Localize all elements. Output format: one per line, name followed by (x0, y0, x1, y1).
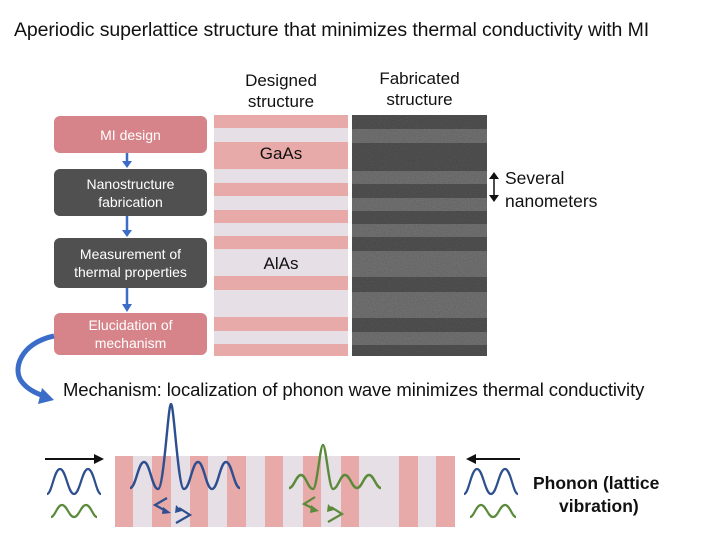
designed-structure-heading: Designed structure (214, 70, 348, 112)
double-arrow-icon (489, 172, 499, 202)
gaas-layer (214, 236, 348, 249)
phonon-legend-line2: vibration) (559, 496, 639, 516)
fabricated-heading-line2: structure (386, 90, 453, 109)
mechanism-caption: Mechanism: localization of phonon wave m… (63, 379, 645, 400)
flow-step-label: MI design (100, 126, 161, 143)
flow-step-label-line1: Nanostructure (86, 175, 175, 192)
alas-label: AlAs (263, 254, 299, 273)
gaas-column (341, 456, 359, 527)
gaas-layer (214, 344, 348, 356)
scale-note-line1: Several (505, 168, 565, 188)
gaas-layer (214, 183, 348, 196)
localized-blue-wave (129, 402, 241, 491)
gaas-column (399, 456, 418, 527)
localized-green-wave (288, 443, 382, 491)
green-wave-icon (50, 503, 98, 519)
down-arrow-icon (122, 288, 132, 312)
designed-heading-line2: structure (247, 92, 315, 111)
fabricated-tem-image (352, 115, 487, 356)
phonon-legend-line1: Phonon (lattice (533, 473, 660, 493)
green-scatter-arrows-icon (301, 496, 345, 523)
flow-step-measurement: Measurement of thermal properties (54, 238, 207, 288)
phonon-legend-label: Phonon (lattice vibration) (533, 472, 659, 518)
flow-step-label-line1: Measurement of (79, 246, 182, 262)
gaas-column (265, 456, 283, 527)
designed-superlattice (214, 115, 348, 356)
flow-step-label-line2: mechanism (94, 335, 167, 351)
green-wave-icon (469, 503, 517, 519)
gaas-layer (214, 210, 348, 223)
right-arrow-icon (45, 454, 104, 464)
curved-arrow-icon (15, 333, 55, 404)
gaas-column (436, 456, 455, 527)
blue-wave-icon (46, 467, 102, 496)
flow-step-label-line1: Elucidation of (88, 317, 173, 333)
blue-scatter-arrows-icon (152, 497, 193, 524)
flow-step-label-line2: fabrication (98, 193, 163, 210)
figure-title: Aperiodic superlattice structure that mi… (14, 19, 650, 41)
flow-step-mi-design: MI design (54, 116, 207, 153)
gaas-layer (214, 276, 348, 290)
fabricated-heading-line1: Fabricated (379, 69, 460, 88)
fabricated-structure-heading: Fabricated structure (352, 68, 487, 110)
scale-note: Several nanometers (505, 167, 597, 213)
flow-step-label-line2: thermal properties (74, 264, 187, 280)
designed-heading-line1: Designed (245, 71, 317, 90)
gaas-column (152, 456, 171, 527)
gaas-layer (214, 142, 348, 169)
gaas-label: GaAs (259, 144, 303, 163)
flow-step-nanostructure-fabrication: Nanostructure fabrication (54, 169, 207, 216)
flow-step-elucidation: Elucidation of mechanism (54, 313, 207, 355)
scale-note-line2: nanometers (505, 191, 598, 211)
tem-noise-overlay (352, 115, 487, 356)
gaas-layer (214, 317, 348, 331)
horizontal-superlattice (115, 456, 455, 527)
blue-wave-icon (463, 467, 519, 496)
gaas-column (115, 456, 133, 527)
down-arrow-icon (122, 216, 132, 237)
down-arrow-icon (122, 153, 132, 168)
left-arrow-icon (466, 454, 520, 464)
gaas-layer (214, 115, 348, 128)
